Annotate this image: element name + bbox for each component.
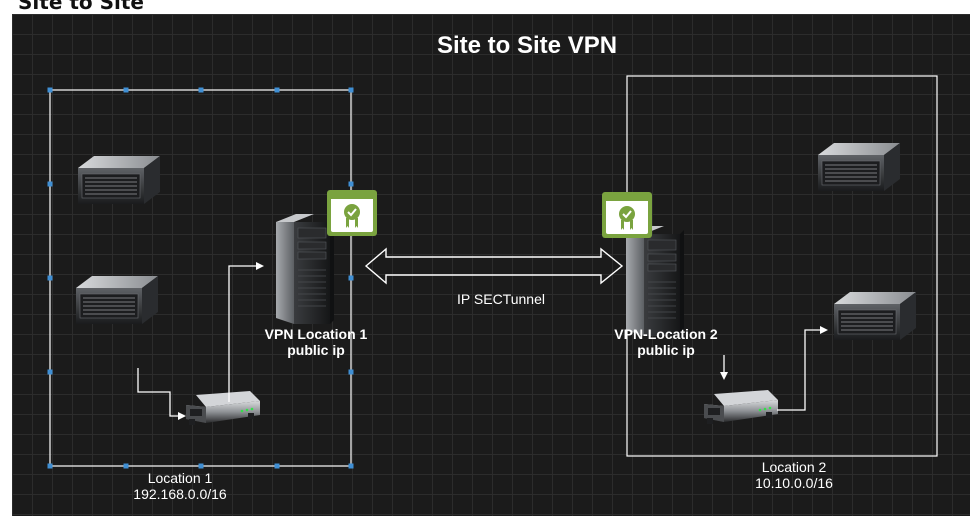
vpn-location-1-sub: public ip [287, 342, 345, 358]
page-header-text: Site to Site [18, 0, 144, 14]
rack-server-icon[interactable] [77, 155, 161, 205]
double-arrow-icon[interactable] [364, 247, 624, 285]
vpn-location-2-sub: public ip [637, 342, 695, 358]
location-2-label[interactable]: Location 2 10.10.0.0/16 [734, 459, 854, 491]
rack-server-icon[interactable] [833, 291, 917, 341]
vpn-location-1-label[interactable]: VPN Location 1 public ip [256, 326, 376, 358]
rack-server-icon[interactable] [817, 142, 901, 192]
connector-server-to-router[interactable] [137, 368, 180, 417]
location-1-label[interactable]: Location 1 192.168.0.0/16 [120, 470, 240, 502]
vpn-location-2-name: VPN-Location 2 [614, 326, 718, 342]
diagram-title: Site to Site VPN [437, 32, 618, 59]
certificate-icon[interactable] [326, 189, 378, 237]
certificate-icon[interactable] [601, 191, 653, 239]
router-icon[interactable] [704, 390, 778, 424]
connector-router-to-server[interactable] [777, 329, 822, 411]
tower-server-icon[interactable] [275, 213, 335, 325]
diagram-canvas[interactable] [12, 14, 970, 516]
tunnel-label[interactable]: IP SECTunnel [457, 291, 545, 307]
location-2-subnet: 10.10.0.0/16 [755, 475, 833, 491]
vpn-location-1-name: VPN Location 1 [264, 326, 368, 342]
connector-router-to-vpn-1[interactable] [228, 265, 258, 402]
location-1-subnet: 192.168.0.0/16 [133, 486, 227, 502]
location-1-name: Location 1 [147, 470, 213, 486]
tower-server-icon[interactable] [625, 225, 685, 337]
location-2-name: Location 2 [761, 459, 827, 475]
router-icon[interactable] [186, 391, 260, 425]
rack-server-icon[interactable] [75, 275, 159, 325]
page-header: Site to Site [0, 0, 970, 14]
vpn-location-2-label[interactable]: VPN-Location 2 public ip [606, 326, 726, 358]
